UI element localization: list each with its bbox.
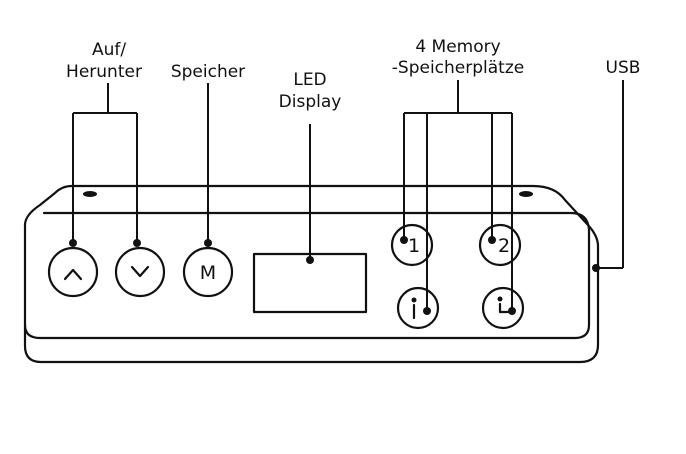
preset-3-button[interactable]	[396, 286, 440, 330]
leader-led	[306, 124, 314, 264]
up-button[interactable]	[47, 246, 99, 298]
label-memory-slots-line1: 4 Memory	[415, 37, 500, 57]
label-led-line1: LED	[293, 70, 326, 90]
label-led-line2: Display	[279, 92, 342, 112]
chevron-up-icon	[63, 268, 83, 281]
chevron-down-icon	[130, 265, 150, 278]
label-memory-slots-line2: -Speicherplätze	[392, 58, 524, 78]
label-up-down-line2: Herunter	[66, 62, 142, 82]
led-display	[252, 252, 368, 314]
screw-hole-left	[83, 191, 97, 197]
standing-person-icon	[411, 297, 417, 320]
preset-1-button[interactable]: 1	[390, 223, 434, 267]
leader-up-down	[69, 83, 141, 247]
label-usb: USB	[606, 58, 641, 78]
down-button[interactable]	[114, 246, 166, 298]
label-up-down-line1: Auf/	[92, 40, 126, 60]
memory-button-glyph: M	[200, 262, 216, 284]
preset-2-glyph: 2	[498, 235, 510, 257]
sitting-person-icon	[497, 296, 510, 314]
leader-usb	[592, 80, 624, 272]
preset-4-button[interactable]	[481, 286, 525, 330]
screw-hole-right	[519, 191, 533, 197]
device-body	[23, 184, 600, 364]
preset-2-button[interactable]: 2	[478, 223, 522, 267]
leader-memory-slots	[400, 80, 516, 315]
leader-memory-save	[204, 83, 212, 247]
preset-1-glyph: 1	[408, 235, 420, 257]
memory-save-button[interactable]: M	[182, 246, 234, 298]
label-memory-save: Speicher	[171, 62, 245, 82]
